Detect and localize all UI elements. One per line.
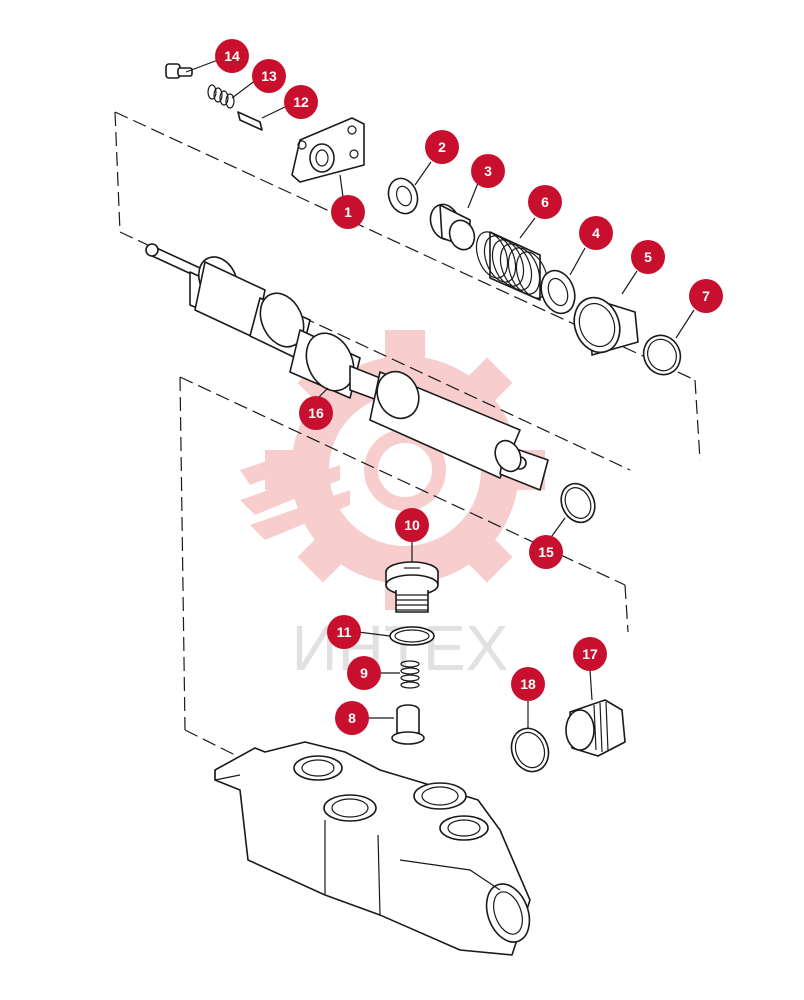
svg-text:14: 14: [224, 48, 240, 64]
callout-18: 18: [511, 667, 545, 701]
o-ring-part-11: [389, 626, 435, 646]
svg-text:16: 16: [308, 405, 324, 421]
callout-7: 7: [689, 279, 723, 313]
sleeve-part-5: [573, 296, 639, 356]
svg-text:7: 7: [702, 288, 710, 304]
callout-12: 12: [284, 85, 318, 119]
svg-text:17: 17: [582, 646, 598, 662]
callout-5: 5: [631, 240, 665, 274]
callout-1: 1: [331, 195, 365, 229]
watermark-text: ИНТЕХ: [292, 612, 509, 684]
washer-part-4: [540, 269, 576, 315]
callout-3: 3: [471, 154, 505, 188]
svg-text:6: 6: [541, 194, 549, 210]
callout-13: 13: [252, 59, 286, 93]
spring-part-13: [207, 84, 235, 109]
callout-11: 11: [327, 615, 361, 649]
callout-17: 17: [573, 637, 607, 671]
callout-8: 8: [335, 701, 369, 735]
svg-text:15: 15: [538, 544, 554, 560]
svg-text:5: 5: [644, 249, 652, 265]
callout-16: 16: [299, 396, 333, 430]
svg-text:2: 2: [438, 139, 446, 155]
o-ring-part-15: [560, 482, 596, 524]
callout-15: 15: [529, 535, 563, 569]
callout-2: 2: [425, 130, 459, 164]
svg-text:8: 8: [348, 710, 356, 726]
washer-part-2: [387, 177, 419, 215]
callout-4: 4: [579, 216, 613, 250]
callouts: 14 13 12 1 2 3 6 4 5 7 16 15 10 11 9 8 1…: [215, 39, 723, 735]
callout-14: 14: [215, 39, 249, 73]
svg-text:13: 13: [261, 68, 277, 84]
svg-text:11: 11: [337, 624, 352, 640]
svg-text:3: 3: [484, 163, 492, 179]
svg-text:4: 4: [592, 225, 600, 241]
svg-text:1: 1: [344, 204, 352, 220]
leader-lines: [185, 59, 695, 728]
poppet-part-8: [391, 704, 425, 745]
plug-part-10: [385, 561, 439, 613]
o-ring-part-18: [510, 727, 550, 773]
o-ring-part-7: [642, 334, 682, 376]
callout-10: 10: [395, 508, 429, 542]
svg-text:9: 9: [360, 665, 368, 681]
spring-part-9: [400, 660, 420, 689]
svg-text:12: 12: [293, 94, 309, 110]
pin-part-12: [237, 111, 263, 131]
svg-text:10: 10: [404, 517, 420, 533]
plug-part-17: [565, 699, 626, 757]
plate-part-1: [291, 117, 365, 183]
callout-6: 6: [528, 185, 562, 219]
spool-part-16: [145, 243, 549, 491]
svg-text:18: 18: [520, 676, 536, 692]
spring-part-6: [475, 231, 549, 301]
callout-9: 9: [347, 656, 381, 690]
screw-part-14: [165, 63, 193, 79]
bushing-part-3: [429, 203, 476, 251]
valve-body: [214, 741, 531, 956]
